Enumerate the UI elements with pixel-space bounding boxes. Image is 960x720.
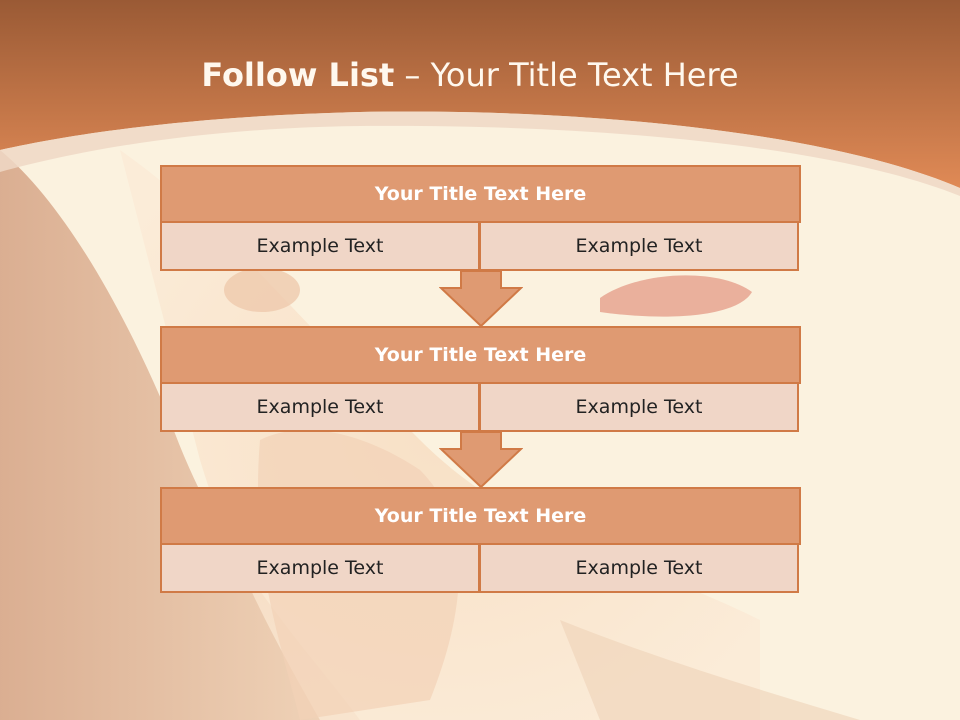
- slide-title-bold: Follow List: [201, 56, 395, 94]
- block-cell-right: Example Text: [479, 382, 799, 432]
- slide-title-rest: – Your Title Text Here: [394, 56, 739, 94]
- slide-title: Follow List – Your Title Text Here: [0, 52, 940, 98]
- block-cell-left: Example Text: [160, 221, 480, 271]
- list-block-1: Your Title Text Here Example Text Exampl…: [160, 165, 801, 271]
- list-block-2: Your Title Text Here Example Text Exampl…: [160, 326, 801, 432]
- header-band: [0, 0, 960, 196]
- block-title: Your Title Text Here: [160, 165, 801, 223]
- block-cell-right: Example Text: [479, 543, 799, 593]
- block-title: Your Title Text Here: [160, 487, 801, 545]
- list-block-3: Your Title Text Here Example Text Exampl…: [160, 487, 801, 593]
- down-arrow-icon: [439, 270, 523, 328]
- block-title: Your Title Text Here: [160, 326, 801, 384]
- down-arrow-icon: [439, 431, 523, 489]
- block-cell-right: Example Text: [479, 221, 799, 271]
- block-cell-left: Example Text: [160, 543, 480, 593]
- block-cell-left: Example Text: [160, 382, 480, 432]
